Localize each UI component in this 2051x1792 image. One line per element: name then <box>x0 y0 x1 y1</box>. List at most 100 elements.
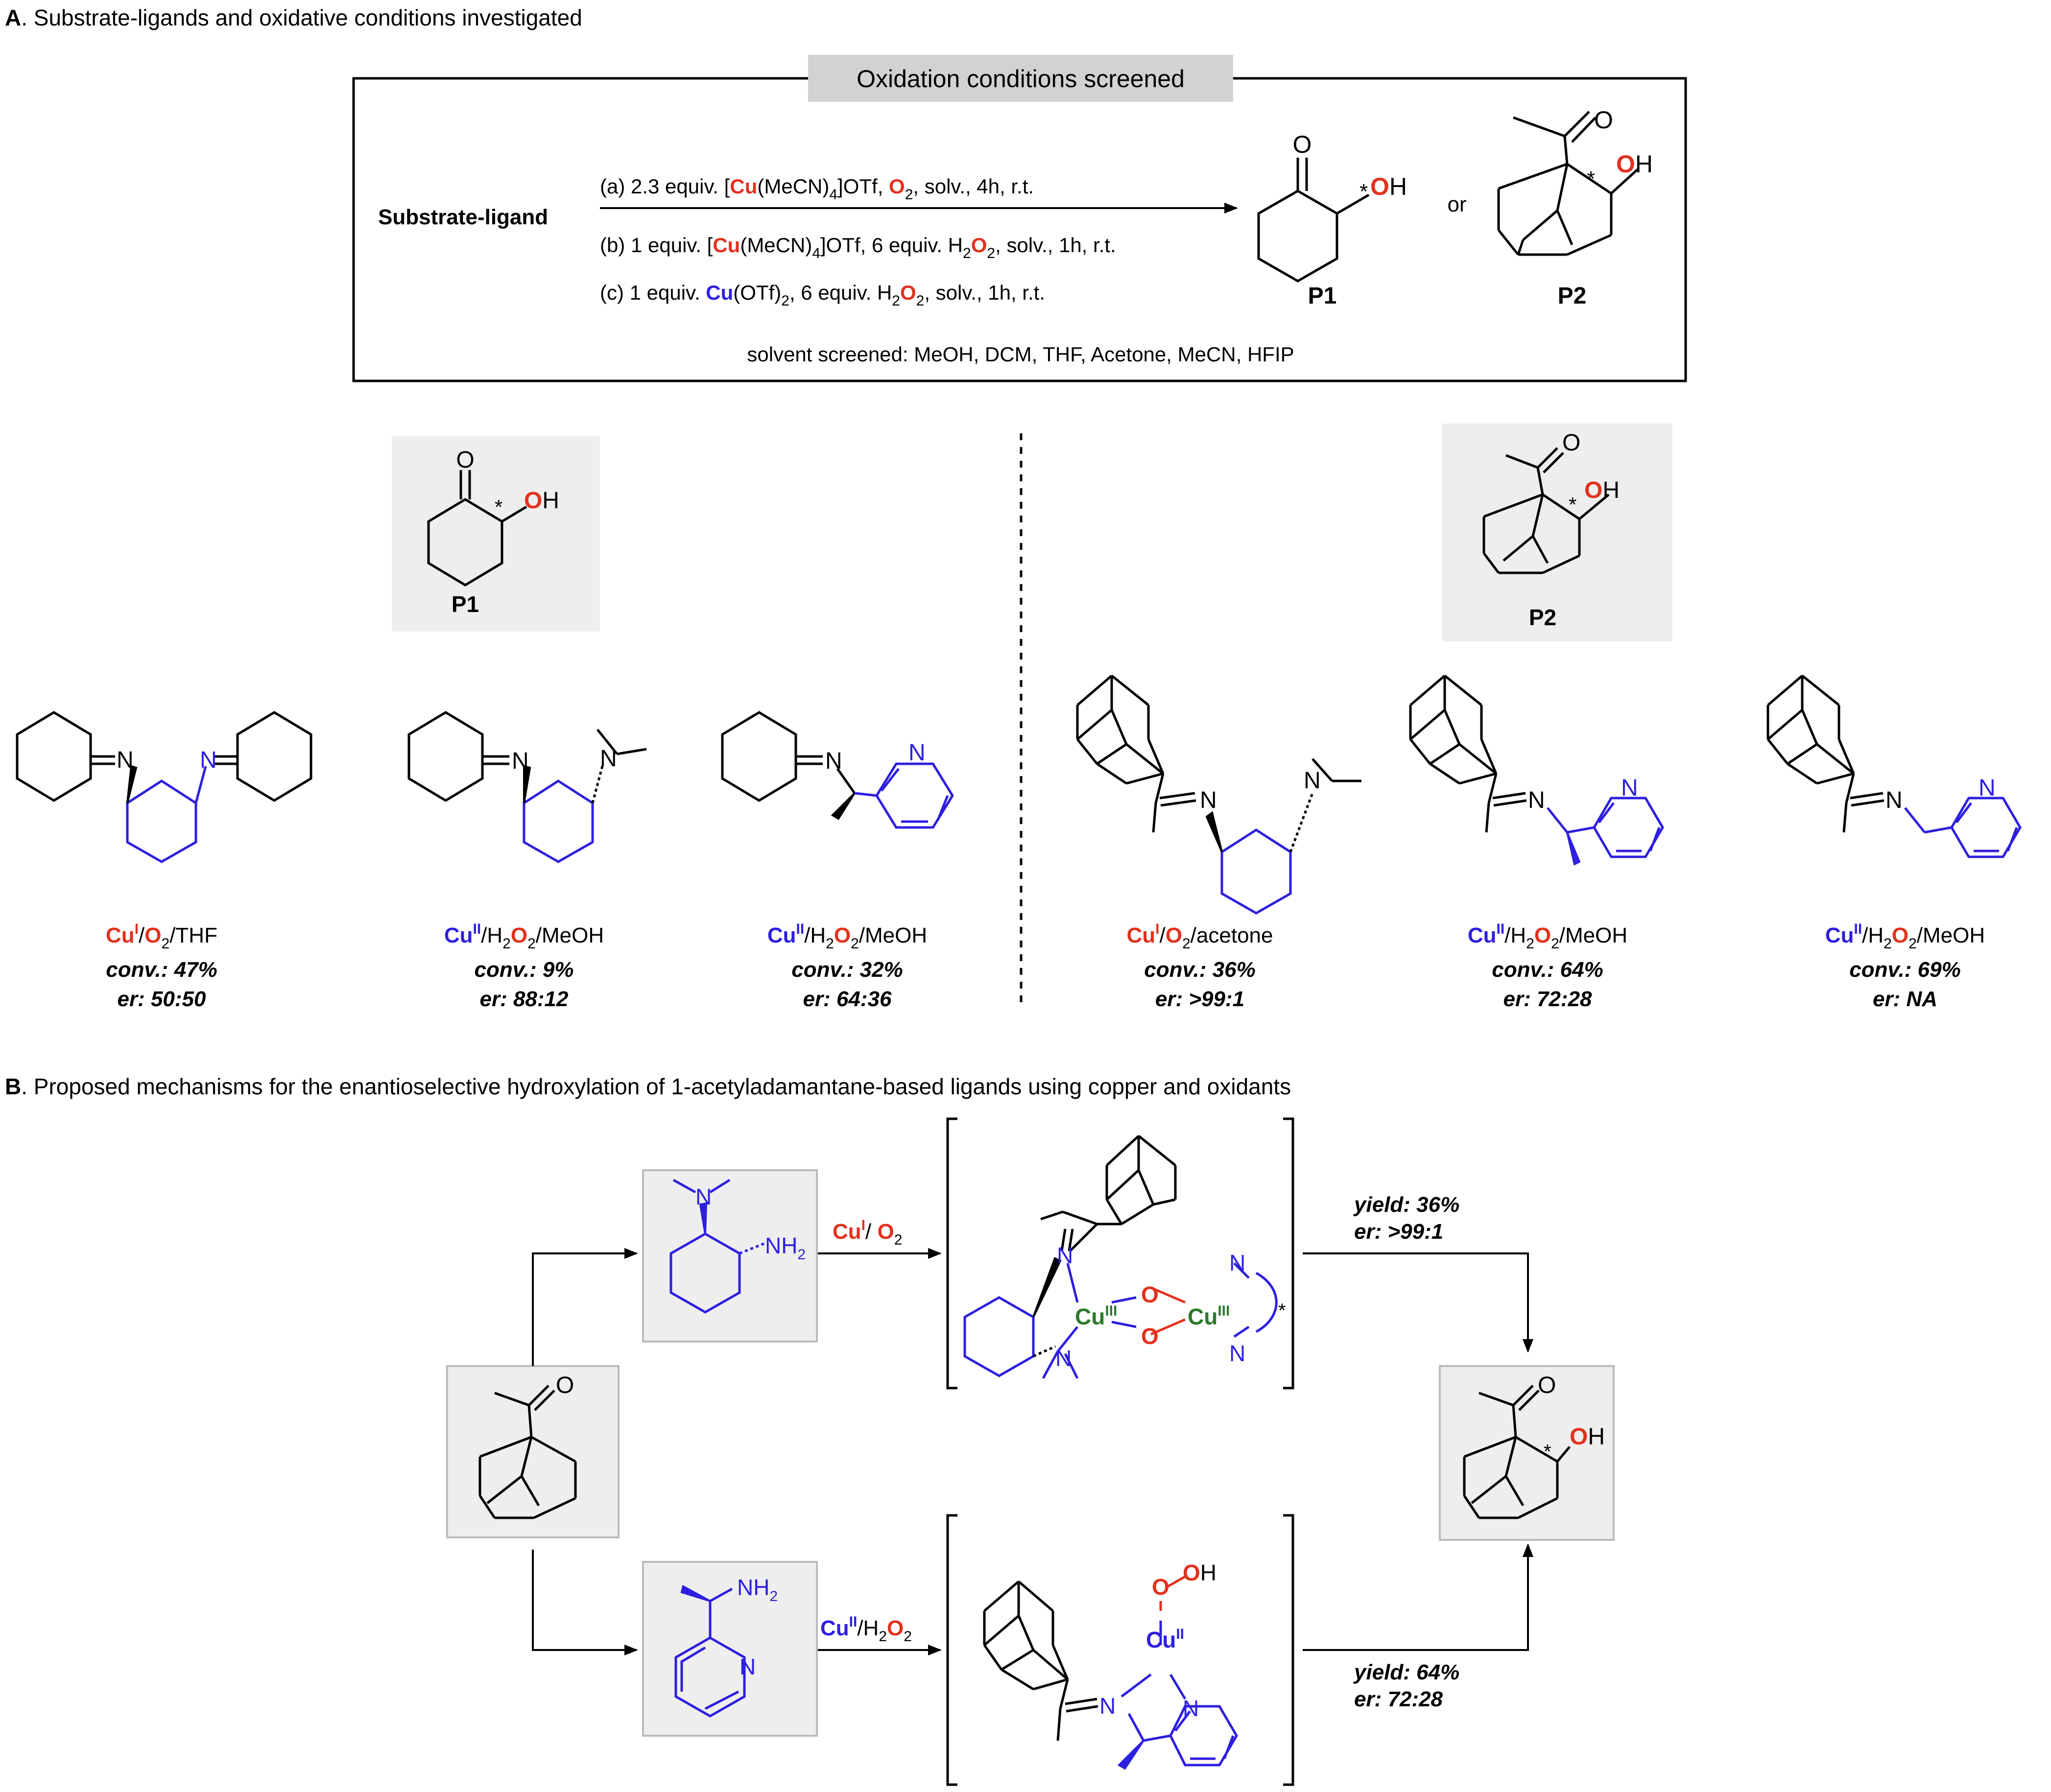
ligand-1-er: er: 50:50 <box>117 987 206 1011</box>
top-amine-nh2: NH2 <box>765 1233 806 1263</box>
section-a-title: A. Substrate-ligands and oxidative condi… <box>5 5 582 30</box>
ligand-3-n-imine: N <box>825 748 842 774</box>
conditions-box <box>352 77 1687 382</box>
p2-structure-top <box>1497 111 1639 256</box>
p2-panel <box>1442 424 1672 641</box>
product-structure <box>1463 1385 1571 1519</box>
ligand-2-n-imine: N <box>512 748 529 774</box>
p2-top-oh: OH <box>1616 150 1653 178</box>
substrate-ligand-label: Substrate-ligand <box>378 205 548 229</box>
ligand-3-structure <box>721 711 954 829</box>
ligand-1-n-right: N <box>200 747 217 773</box>
bottom-int-cu: CuII <box>1146 1626 1184 1652</box>
solvents-screened: solvent screened: MeOH, DCM, THF, Aceton… <box>747 343 1294 366</box>
bottom-amine-nh2: NH2 <box>737 1575 778 1604</box>
condition-c: (c) 1 equiv. Cu(OTf)2, 6 equiv. H2O2, so… <box>600 281 1045 309</box>
ligand-3-conv: conv.: 32% <box>791 958 903 982</box>
top-int-cu2: CuIII <box>1188 1303 1230 1329</box>
ligand-3-oxidant: CuII/H2O2/MeOH <box>767 921 927 952</box>
ligand-4-conv: conv.: 36% <box>1144 958 1255 982</box>
p1-panel-star: * <box>495 495 502 519</box>
product-carbonyl-o: O <box>1538 1372 1556 1398</box>
ligand-1-conv: conv.: 47% <box>106 958 217 982</box>
top-int-n1: N <box>1057 1243 1073 1268</box>
ligand-6-structure <box>1766 675 2022 858</box>
start-material-o: O <box>556 1372 574 1398</box>
top-yield: yield: 36% <box>1353 1193 1459 1217</box>
bottom-int-o1: O <box>1152 1574 1169 1600</box>
ligand-1-n-left: N <box>117 747 134 773</box>
ligand-6-er: er: NA <box>1873 987 1937 1011</box>
ligand-1-oxidant: CuI/O2/THF <box>106 921 217 952</box>
section-b-title: B. Proposed mechanisms for the enantiose… <box>5 1074 1291 1099</box>
bottom-amine-structure <box>674 1587 746 1718</box>
bottom-int-n-imine: N <box>1099 1693 1116 1719</box>
ligand-3-er: er: 64:36 <box>803 987 892 1011</box>
top-amine-n: N <box>695 1184 712 1209</box>
p1-panel-label: P1 <box>452 591 479 617</box>
top-er: er: >99:1 <box>1354 1220 1443 1244</box>
ligand-5-structure <box>1409 675 1664 866</box>
p1-panel <box>392 436 600 632</box>
p1-structure-top <box>1257 158 1370 283</box>
p2-top-label: P2 <box>1558 283 1587 309</box>
ligand-5-n-imine: N <box>1528 787 1545 813</box>
ligand-captions: CuI/O2/THF conv.: 47% er: 50:50 CuII/H2O… <box>106 921 1985 1011</box>
p2-panel-oh: OH <box>1584 477 1620 503</box>
p2-top-stereo-star: * <box>1587 167 1595 191</box>
ligand-5-er: er: 72:28 <box>1503 987 1592 1011</box>
ligand-4-n-imine: N <box>1200 787 1217 813</box>
ligand-4-er: er: >99:1 <box>1155 987 1244 1011</box>
ligand-6-n-imine: N <box>1885 787 1903 813</box>
ligand-6-oxidant: CuII/H2O2/MeOH <box>1825 921 1985 952</box>
top-int-star: * <box>1278 1300 1286 1321</box>
bottom-er: er: 72:28 <box>1354 1687 1443 1711</box>
bottom-intermediate-structure <box>983 1575 1238 1770</box>
top-int-o1: O <box>1141 1282 1159 1307</box>
top-int-n2: N <box>1055 1345 1072 1371</box>
ligand-2-conv: conv.: 9% <box>475 958 574 982</box>
bottom-yield: yield: 64% <box>1353 1660 1459 1684</box>
bottom-amine-n-pyridine: N <box>739 1654 756 1679</box>
bottom-int-oh: OH <box>1183 1560 1216 1585</box>
ligand-5-oxidant: CuII/H2O2/MeOH <box>1468 921 1627 952</box>
top-int-n4: N <box>1229 1341 1245 1366</box>
top-intermediate-structure <box>963 1135 1278 1379</box>
ligand-6-n-pyridine: N <box>1979 775 1996 801</box>
top-amine-structure <box>669 1179 764 1314</box>
ligand-2-structure <box>407 711 647 863</box>
p1-panel-oh: OH <box>524 488 559 514</box>
top-conditions: CuI/ O2 <box>833 1217 902 1248</box>
p2-structure-panel <box>1482 447 1610 574</box>
ligand-2-er: er: 88:12 <box>479 987 569 1011</box>
condition-a: (a) 2.3 equiv. [Cu(MeCN)4]OTf, O2, solv.… <box>600 175 1034 203</box>
condition-b: (b) 1 equiv. [Cu(MeCN)4]OTf, 6 equiv. H2… <box>600 234 1116 261</box>
ligand-2-oxidant: CuII/H2O2/MeOH <box>444 921 604 952</box>
top-int-cu1: CuIII <box>1075 1303 1117 1329</box>
or-text: or <box>1447 192 1466 216</box>
ligand-4-structure <box>1076 675 1361 915</box>
ligand-6-conv: conv.: 69% <box>1849 958 1960 982</box>
conditions-box-label-bg <box>808 55 1233 102</box>
product-oh: OH <box>1570 1424 1605 1450</box>
p2-top-carbonyl-o: O <box>1594 106 1613 134</box>
start-material-box <box>446 1365 620 1538</box>
p1-top-oh: OH <box>1370 173 1407 200</box>
ligand-3-n-pyridine: N <box>908 740 926 766</box>
p2-panel-star: * <box>1569 493 1576 516</box>
top-int-n3: N <box>1229 1250 1245 1275</box>
p1-top-carbonyl-o: O <box>1293 131 1312 158</box>
bottom-conditions: CuII/H2O2 <box>820 1614 912 1645</box>
ligand-5-conv: conv.: 64% <box>1492 958 1603 982</box>
bottom-int-n-pyridine: N <box>1183 1696 1199 1721</box>
p1-top-label: P1 <box>1308 283 1337 309</box>
ligand-4-n-amine: N <box>1304 768 1321 794</box>
start-material-structure <box>478 1385 577 1519</box>
product-star: * <box>1544 1441 1551 1462</box>
product-box <box>1439 1365 1615 1541</box>
ligand-4-oxidant: CuI/O2/acetone <box>1127 921 1273 952</box>
ligand-2-n-amine: N <box>600 746 617 772</box>
top-intermediate-bracket <box>946 1117 1294 1390</box>
mechanism-flow-lines <box>532 1248 1534 1656</box>
